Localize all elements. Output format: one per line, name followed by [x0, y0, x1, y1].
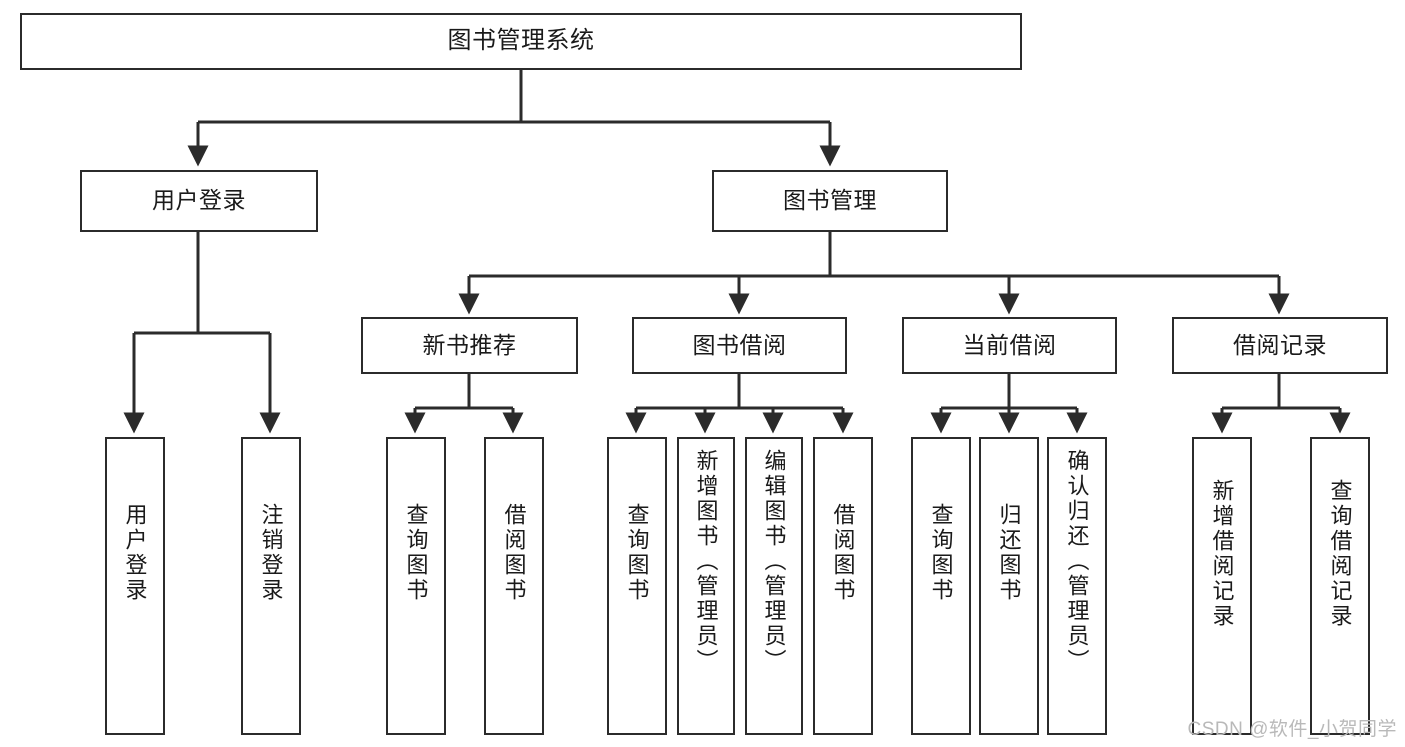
node-leaf-add-borrow-record[interactable]: 新增借阅记录	[1192, 437, 1252, 735]
node-label: 新增图书（管理员）	[693, 449, 719, 674]
node-label: 当前借阅	[962, 331, 1057, 358]
node-leaf-query-book-current[interactable]: 查询图书	[911, 437, 971, 735]
node-label: 新书推荐	[422, 331, 517, 358]
node-label: 用户登录	[152, 187, 246, 214]
node-label: 确认归还（管理员）	[1064, 449, 1090, 674]
node-leaf-edit-book-admin[interactable]: 编辑图书（管理员）	[745, 437, 803, 735]
node-leaf-add-book-admin[interactable]: 新增图书（管理员）	[677, 437, 735, 735]
node-leaf-confirm-return-admin[interactable]: 确认归还（管理员）	[1047, 437, 1107, 735]
node-leaf-query-book-borrow[interactable]: 查询图书	[607, 437, 667, 735]
node-label: 编辑图书（管理员）	[761, 449, 787, 674]
node-root-system[interactable]: 图书管理系统	[20, 13, 1022, 70]
node-book-borrow[interactable]: 图书借阅	[632, 317, 847, 374]
node-leaf-logout[interactable]: 注销登录	[241, 437, 301, 735]
node-label: 新增借阅记录	[1209, 479, 1235, 629]
node-label: 借阅记录	[1233, 331, 1327, 358]
node-leaf-borrow-book[interactable]: 借阅图书	[813, 437, 873, 735]
node-leaf-query-borrow-record[interactable]: 查询借阅记录	[1310, 437, 1370, 735]
node-label: 借阅图书	[501, 503, 527, 603]
node-label: 查询图书	[403, 503, 429, 603]
node-leaf-return-book[interactable]: 归还图书	[979, 437, 1039, 735]
node-label: 注销登录	[258, 503, 284, 603]
node-current-borrow[interactable]: 当前借阅	[902, 317, 1117, 374]
node-label: 查询图书	[928, 503, 954, 603]
node-label: 用户登录	[122, 503, 148, 603]
node-leaf-borrow-book-recommend[interactable]: 借阅图书	[484, 437, 544, 735]
node-leaf-query-book-recommend[interactable]: 查询图书	[386, 437, 446, 735]
node-label: 查询图书	[624, 503, 650, 603]
node-label: 归还图书	[996, 503, 1022, 603]
node-borrow-record[interactable]: 借阅记录	[1172, 317, 1388, 374]
node-label: 查询借阅记录	[1327, 479, 1353, 629]
node-label: 图书管理	[783, 187, 877, 214]
node-label: 借阅图书	[830, 503, 856, 603]
node-label: 图书借阅	[692, 331, 787, 358]
node-new-book-recommend[interactable]: 新书推荐	[361, 317, 578, 374]
node-label: 图书管理系统	[447, 27, 595, 55]
node-user-login[interactable]: 用户登录	[80, 170, 318, 232]
node-book-management[interactable]: 图书管理	[712, 170, 948, 232]
node-leaf-user-login[interactable]: 用户登录	[105, 437, 165, 735]
